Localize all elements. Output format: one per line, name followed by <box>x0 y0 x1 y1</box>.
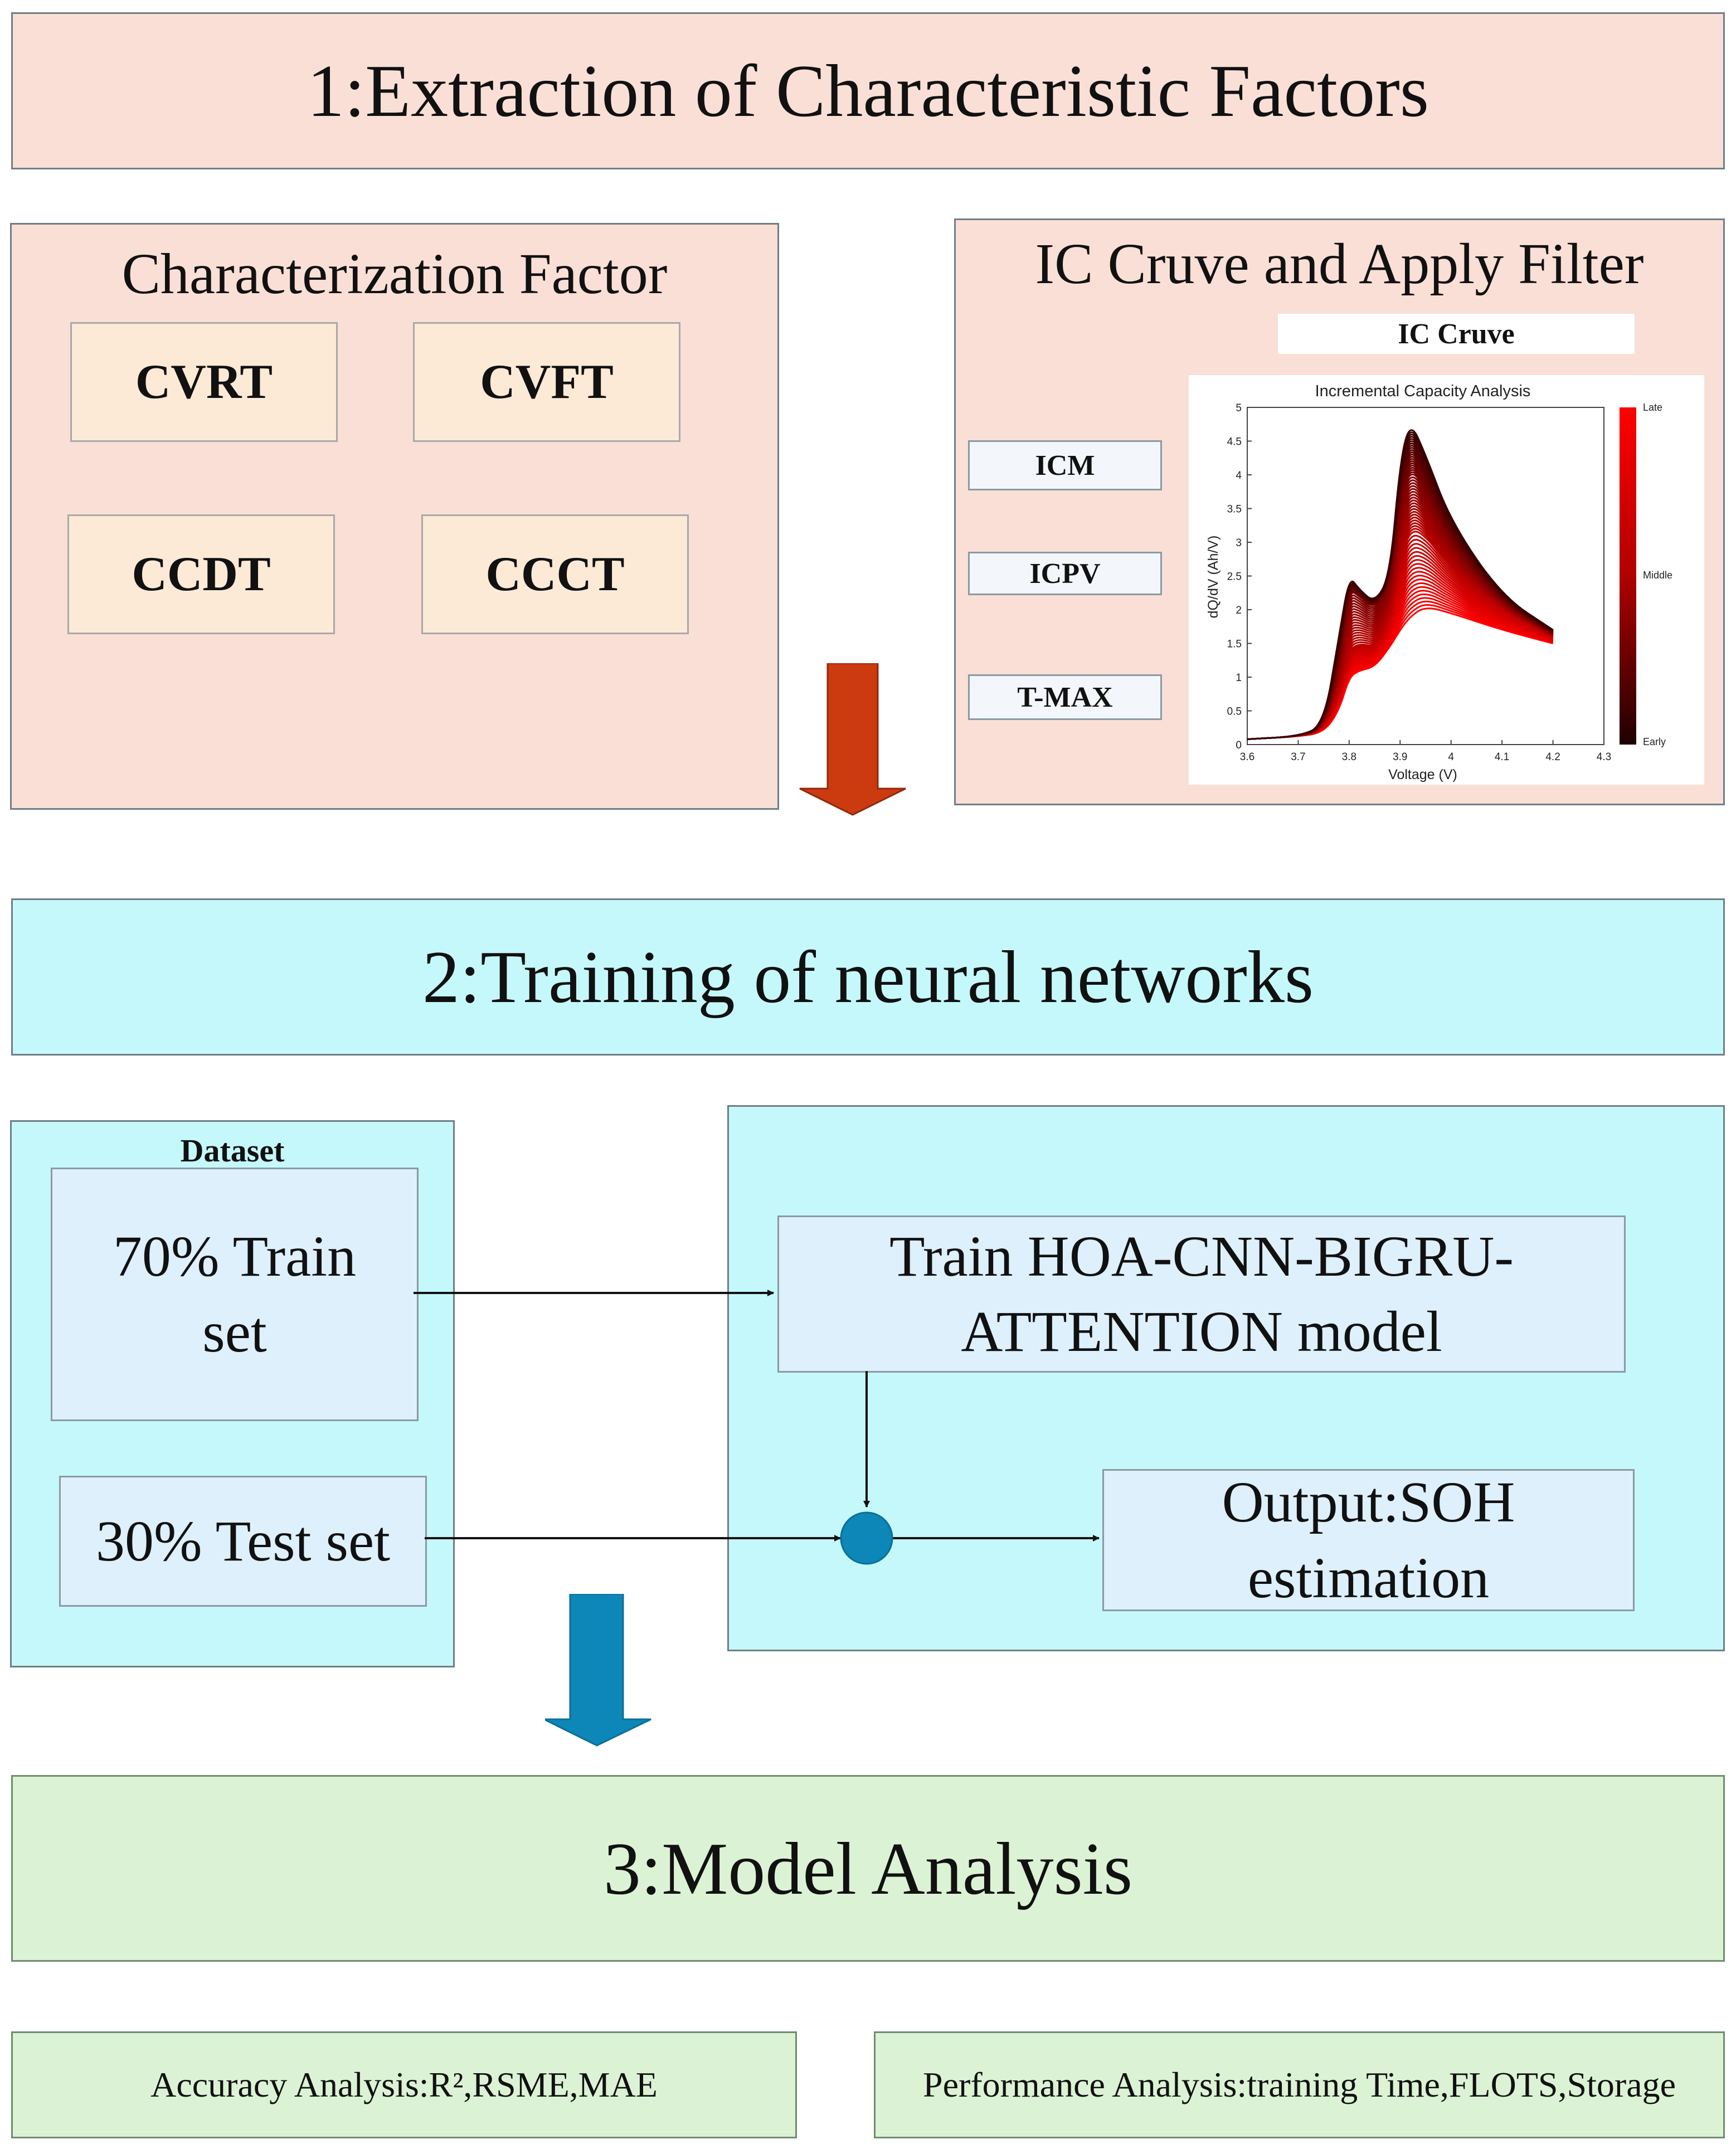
model-label: Train HOA-CNN-BIGRU-ATTENTION model <box>889 1224 1514 1364</box>
ic-panel-title: IC Cruve and Apply Filter <box>1035 231 1644 296</box>
stage1-header: 1:Extraction of Characteristic Factors <box>11 12 1725 169</box>
chart-ylabel: dQ/dV (Ah/V) <box>1205 536 1221 619</box>
x-tick-label: 4.2 <box>1545 751 1560 763</box>
ic-curve-label: IC Cruve <box>1278 314 1635 354</box>
y-tick-label: 3.5 <box>1227 504 1242 516</box>
model-panel: Train HOA-CNN-BIGRU-ATTENTION model Outp… <box>727 1105 1725 1651</box>
ic-series-line <box>1247 429 1554 740</box>
train-set-label: 70% Train set <box>113 1224 357 1364</box>
x-tick-label: 3.6 <box>1240 751 1254 763</box>
accuracy-analysis-label: Accuracy Analysis:R²,RSME,MAE <box>150 2065 658 2104</box>
chart-xlabel: Voltage (V) <box>1388 767 1457 782</box>
y-tick-label: 5 <box>1236 402 1242 414</box>
colorbar-label-early: Early <box>1643 736 1666 747</box>
x-tick-label: 4.3 <box>1597 751 1611 763</box>
feature-tmax: T-MAX <box>968 674 1162 720</box>
y-tick-label: 3 <box>1236 537 1242 549</box>
x-tick-label: 3.9 <box>1393 751 1407 763</box>
stage2-header: 2:Training of neural networks <box>11 898 1725 1056</box>
model-box: Train HOA-CNN-BIGRU-ATTENTION model <box>777 1215 1626 1373</box>
ic-chart-container: Incremental Capacity Analysis 3.6 3.7 3.8 3… <box>1189 375 1704 785</box>
y-tick-label: 2.5 <box>1227 571 1242 583</box>
ic-curve-panel: IC Cruve and Apply Filter IC Cruve ICM I… <box>954 218 1725 805</box>
x-tick-label: 4.1 <box>1495 751 1509 763</box>
performance-analysis-box: Performance Analysis:training Time,FLOTS… <box>874 2031 1725 2138</box>
y-tick-label: 4 <box>1236 470 1242 482</box>
ic-chart: Incremental Capacity Analysis 3.6 3.7 3.8 3… <box>1205 382 1672 782</box>
stage1-title: 1:Extraction of Characteristic Factors <box>307 50 1429 132</box>
chart-title: Incremental Capacity Analysis <box>1315 382 1531 400</box>
characterization-factor-panel: Characterization Factor CVRT CVFT CCDT C… <box>10 223 779 810</box>
accuracy-analysis-box: Accuracy Analysis:R²,RSME,MAE <box>11 2031 797 2138</box>
test-set-box: 30% Test set <box>59 1476 427 1607</box>
colorbar <box>1620 407 1636 745</box>
dataset-label: Dataset <box>180 1132 285 1169</box>
down-arrow-icon <box>799 663 906 816</box>
factor-ccct: CCCT <box>421 514 689 634</box>
factor-cvrt: CVRT <box>70 322 338 442</box>
test-set-label: 30% Test set <box>95 1509 391 1573</box>
y-tick-label: 0.5 <box>1227 706 1242 718</box>
factor-ccdt: CCDT <box>67 514 335 634</box>
feature-icpv: ICPV <box>968 552 1162 595</box>
x-tick-label: 3.8 <box>1342 751 1356 763</box>
down-arrow-icon-2 <box>545 1594 651 1747</box>
feature-icm: ICM <box>968 440 1162 490</box>
merge-node <box>840 1511 893 1565</box>
performance-analysis-label: Performance Analysis:training Time,FLOTS… <box>923 2065 1676 2104</box>
y-tick-label: 2 <box>1236 605 1242 616</box>
stage2-title: 2:Training of neural networks <box>422 936 1314 1018</box>
stage3-title: 3:Model Analysis <box>603 1827 1133 1910</box>
output-box: Output:SOH estimation <box>1102 1469 1635 1611</box>
characterization-factor-title: Characterization Factor <box>121 241 668 306</box>
train-set-box: 70% Train set <box>51 1168 419 1421</box>
stage3-header: 3:Model Analysis <box>11 1775 1725 1962</box>
y-tick-label: 1.5 <box>1227 639 1242 650</box>
output-label: Output:SOH estimation <box>1222 1470 1515 1610</box>
y-tick-label: 0 <box>1236 740 1242 751</box>
factor-cvft: CVFT <box>413 322 680 442</box>
x-tick-label: 3.7 <box>1291 751 1305 763</box>
dataset-panel: Dataset 70% Train set 30% Test set <box>10 1120 455 1667</box>
colorbar-label-middle: Middle <box>1643 570 1672 581</box>
x-tick-label: 4 <box>1448 751 1454 763</box>
colorbar-label-late: Late <box>1643 402 1662 413</box>
y-tick-label: 4.5 <box>1227 436 1242 448</box>
y-tick-label: 1 <box>1236 672 1242 684</box>
